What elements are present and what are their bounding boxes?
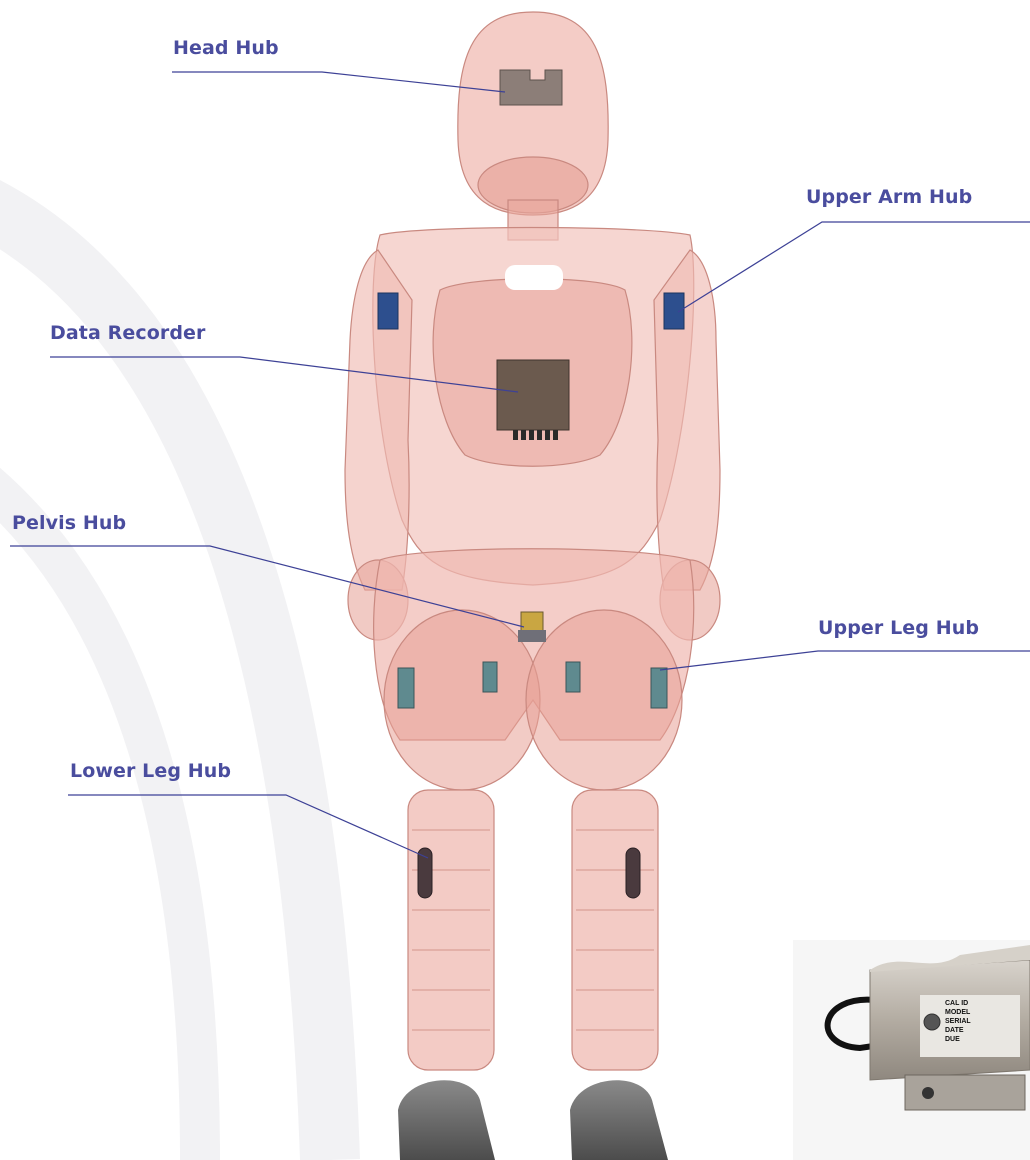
lower-leg-hub-label: Lower Leg Hub (70, 760, 231, 782)
upper-leg-hub-label: Upper Leg Hub (818, 617, 979, 639)
lower-leg-hub-left (418, 848, 432, 898)
lower-leg-hub-right (626, 848, 640, 898)
pelvis-hub-label: Pelvis Hub (12, 512, 126, 534)
upper-arm-hub-left (378, 293, 398, 329)
load-cell-label-line: DUE (945, 1036, 960, 1043)
upper-arm-hub-label: Upper Arm Hub (806, 186, 972, 208)
load-cell-photo: CAL ID MODEL SERIAL DATE DUE (793, 940, 1030, 1160)
leader-lower-leg (68, 795, 428, 858)
dummy-figure (345, 12, 720, 1070)
head-hub-label: Head Hub (173, 37, 279, 59)
load-cell-label-line: CAL ID (945, 1000, 968, 1007)
load-cell-label-line: DATE (945, 1027, 964, 1034)
upper-arm-hub-right (664, 293, 684, 329)
load-cell-label-line: SERIAL (945, 1018, 971, 1025)
load-cell-label-line: MODEL (945, 1009, 971, 1016)
shoe-left (398, 1080, 495, 1160)
shin-right (572, 790, 658, 1070)
load-cell-logo-icon (924, 1014, 940, 1030)
leader-upper-leg (660, 651, 1030, 670)
data-recorder-label: Data Recorder (50, 322, 205, 344)
leader-head (172, 72, 505, 92)
background-swirl (0, 170, 330, 1160)
shoe-right (570, 1080, 668, 1160)
leader-upper-arm (678, 222, 1030, 312)
shin-left (408, 790, 494, 1070)
data-recorder-part (497, 360, 569, 440)
load-cell-bolt (922, 1087, 934, 1099)
shoulder-cutout (505, 265, 563, 290)
